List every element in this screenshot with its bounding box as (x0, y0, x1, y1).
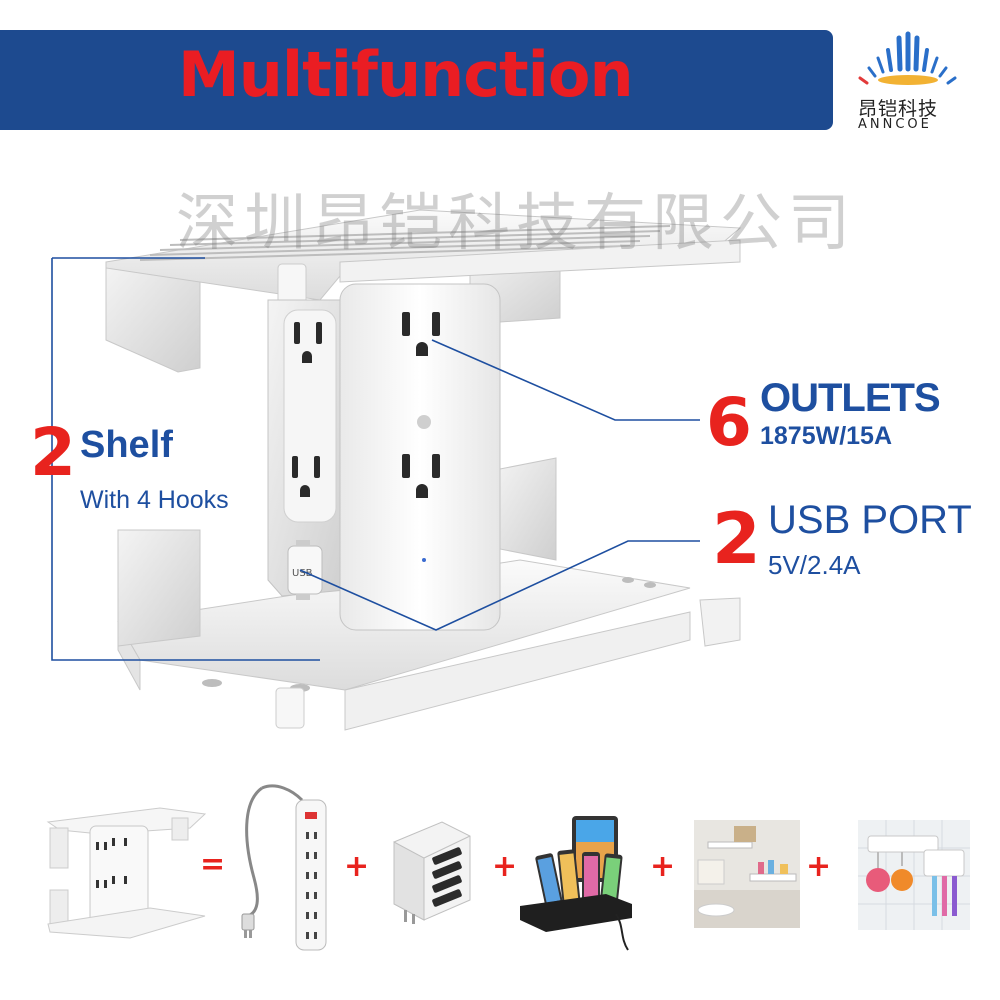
outlets-title: OUTLETS (760, 376, 941, 420)
shelf-subtitle: With 4 Hooks (80, 486, 229, 514)
usb-title: USB PORT (768, 498, 972, 542)
product-illustration: USB (51, 209, 742, 731)
outlets-count: 6 (706, 384, 752, 461)
side-outlet-1 (294, 322, 322, 363)
page-title: Multifunction (178, 38, 634, 111)
power-strip-thumbnail (241, 784, 327, 951)
usb-spec: 5V/2.4A (768, 550, 861, 580)
callout-lines (51, 257, 700, 661)
charging-station-thumbnail (520, 816, 632, 951)
brand-name-en: ANNCOE (858, 117, 932, 132)
usb-ports-icon (287, 540, 323, 600)
top-shelf-slots (139, 225, 671, 261)
outlets-spec: 1875W/15A (760, 422, 893, 450)
hooks-scene-thumbnail (858, 820, 970, 930)
shelf-title: Shelf (80, 424, 173, 466)
usb-count: 2 (712, 498, 761, 580)
wall-shelf-scene-thumbnail (694, 820, 800, 928)
company-watermark: 深圳昂铠科技有限公司 (176, 186, 857, 259)
shelf-product-thumbnail (46, 807, 207, 939)
header-banner (0, 30, 833, 130)
brand-name-cn: 昂铠科技 (858, 98, 939, 120)
plus-sign-4: + (806, 849, 832, 884)
front-outlet-2 (402, 454, 440, 498)
front-outlet-1 (402, 312, 440, 356)
side-outlet-2 (292, 456, 320, 497)
plus-sign-1: + (344, 849, 370, 884)
plus-sign-3: + (650, 849, 676, 884)
equivalence-strip: = + + (0, 780, 1000, 980)
usb-label: USB (292, 568, 313, 579)
plus-sign-2: + (492, 849, 518, 884)
usb-charger-thumbnail (393, 821, 471, 924)
brand-logo-icon (858, 31, 957, 85)
shelf-count: 2 (30, 414, 76, 491)
equals-sign: = (200, 847, 226, 882)
